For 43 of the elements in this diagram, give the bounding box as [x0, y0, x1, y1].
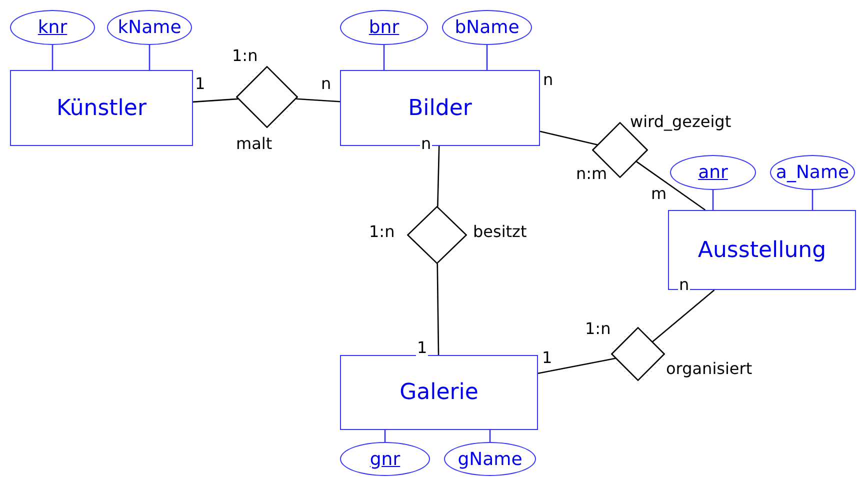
relationship-line [538, 358, 616, 374]
side-text: organisiert [666, 361, 752, 377]
attribute-name: anr [698, 162, 728, 183]
relationship-line [437, 146, 440, 207]
side-text: wird_gezeigt [630, 114, 732, 130]
side-text: n:m [576, 166, 608, 182]
attribute-line [52, 45, 54, 70]
relationship-line [436, 264, 440, 355]
attribute-name: kName [118, 17, 182, 38]
attribute-line [486, 45, 488, 70]
side-text: malt [236, 136, 272, 152]
relationship-line [296, 98, 340, 102]
attribute-name: gName [458, 448, 522, 470]
cardinality-label: 1 [416, 340, 428, 356]
relationship-line [540, 130, 598, 146]
attribute-line [712, 190, 714, 210]
entity-name: Künstler [56, 96, 146, 120]
attribute-line [384, 430, 386, 442]
attribute-name: a_Name [776, 162, 850, 183]
attribute-line [383, 45, 385, 70]
attribute-line [489, 430, 491, 442]
entity-name: Ausstellung [698, 238, 826, 262]
entity-box [340, 355, 538, 430]
side-text: 1:n [369, 224, 395, 240]
side-text: 1:n [585, 321, 611, 337]
side-text: besitzt [473, 224, 527, 240]
entity-box [668, 210, 856, 290]
entity-name: Bilder [408, 96, 472, 120]
cardinality-label: 1 [541, 350, 554, 366]
entity-box [10, 70, 193, 146]
attribute-line [812, 190, 814, 210]
side-text: 1:n [232, 48, 258, 64]
attribute-line [148, 45, 150, 70]
relationship-line [192, 98, 238, 103]
attribute-name: gnr [370, 448, 400, 470]
attribute-name: bnr [368, 17, 400, 38]
entity-name: Galerie [400, 380, 478, 405]
cardinality-label: 1 [194, 76, 206, 92]
relationship-line [636, 161, 706, 211]
attribute-name: bName [454, 17, 520, 38]
attribute-name: knr [38, 17, 68, 38]
key-attribute-ellipse [670, 155, 756, 190]
relationship-line [652, 290, 715, 342]
